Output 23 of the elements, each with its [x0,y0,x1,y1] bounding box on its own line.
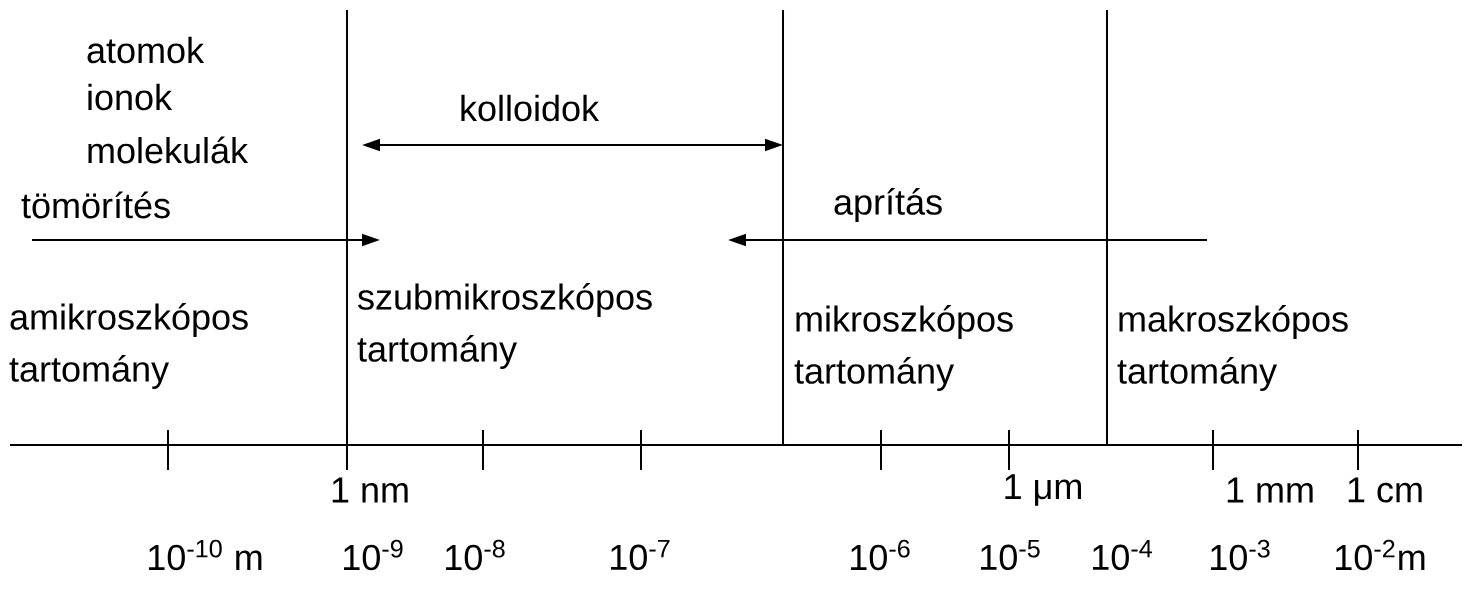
unit-label: 1 mm [1227,477,1313,503]
range-name: amikroszkópos tartomány [9,303,248,389]
unit-label: 1 nm [332,477,408,503]
scale-value: 10$^{-9}$ [344,539,403,571]
scale-value: 10$^{-10}$ m [149,539,262,571]
scale-value: 10$^{-8}$ [446,539,505,571]
scale-value: 10$^{-2}$m [1336,539,1425,571]
scale-value: 10$^{-7}$ [611,539,670,571]
range-name: szubmikroszkópos tartomány [357,283,652,369]
scale-value: 10$^{-3}$ [1211,539,1270,571]
scale-value: 10$^{-6}$ [851,539,910,571]
unit-label: 1 μm [1005,474,1081,506]
process-label: aprítás [834,188,942,222]
range-name: makroszkópos tartomány [1117,305,1348,391]
term-label: ionok [88,83,173,111]
scale-value: 10$^{-4}$ [1093,539,1152,571]
term-label: molekulák [88,136,249,164]
range-label: kolloidok [461,94,600,122]
scale-value: 10$^{-5}$ [981,539,1040,571]
range-name: mikroszkópos tartomány [794,305,1013,391]
term-label: atomok [87,36,205,64]
process-label: tömörítés [21,191,170,219]
unit-label: 1 cm [1348,477,1422,503]
